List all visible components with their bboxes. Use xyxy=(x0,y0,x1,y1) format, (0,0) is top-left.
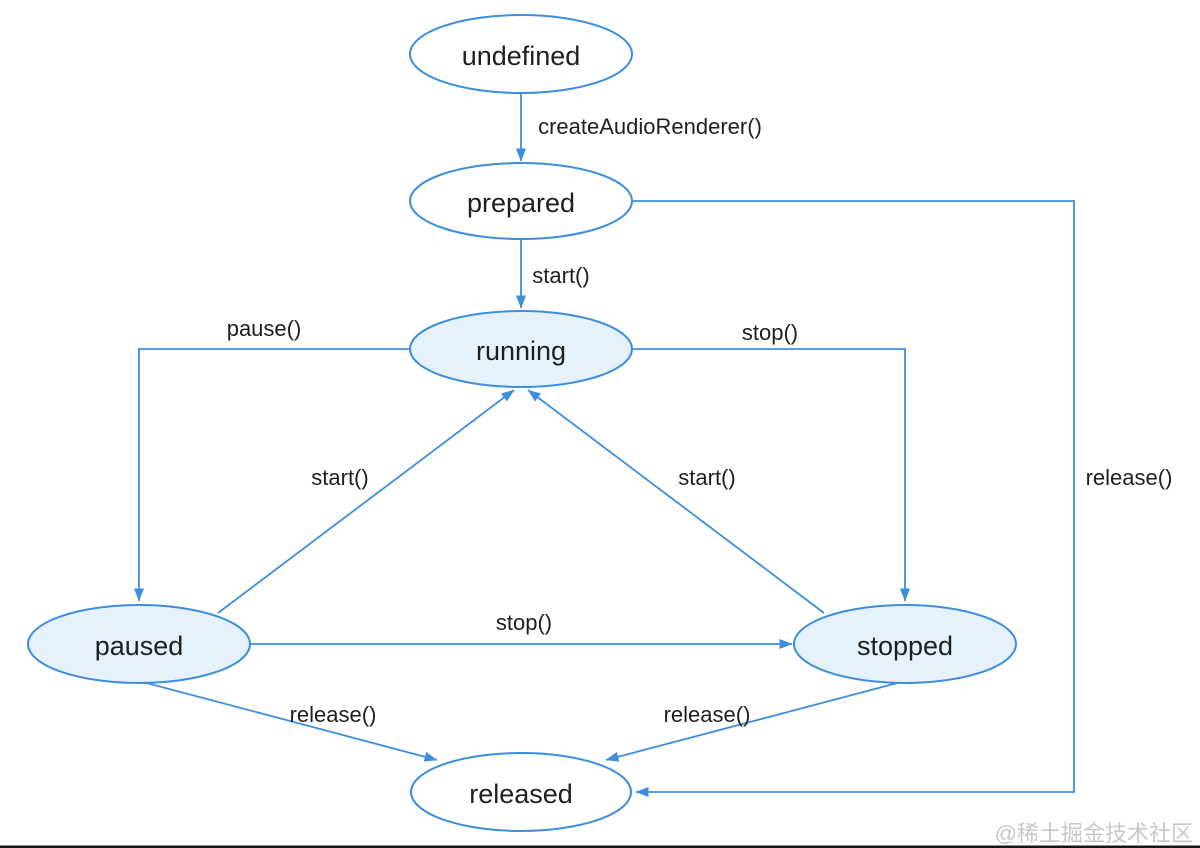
edge-label-start-stopped: start() xyxy=(678,465,735,490)
transition-labels: createAudioRenderer() start() pause() st… xyxy=(227,114,1173,727)
state-label-paused: paused xyxy=(95,631,184,661)
edge-prepared-to-released xyxy=(632,200,1075,797)
edge-label-create-audio-renderer: createAudioRenderer() xyxy=(538,114,762,139)
state-label-undefined: undefined xyxy=(462,41,581,71)
edge-stopped-to-running xyxy=(527,389,825,614)
edge-label-release-stopped: release() xyxy=(664,702,751,727)
state-label-stopped: stopped xyxy=(857,631,953,661)
edge-label-start-paused: start() xyxy=(311,465,368,490)
transition-edges xyxy=(134,93,1075,797)
state-nodes: undefined prepared running paused stoppe… xyxy=(27,14,1017,832)
edge-paused-to-running xyxy=(217,389,515,614)
state-node-stopped xyxy=(793,604,1017,684)
bottom-divider xyxy=(0,845,1200,848)
edge-running-to-paused xyxy=(134,348,411,602)
state-label-running: running xyxy=(476,336,566,366)
edge-stopped-to-released xyxy=(605,680,906,762)
state-node-released xyxy=(410,752,632,832)
watermark-text: @稀土掘金技术社区 xyxy=(995,821,1193,846)
state-label-prepared: prepared xyxy=(467,188,575,218)
state-node-undefined xyxy=(409,14,633,94)
edge-paused-to-released xyxy=(138,680,438,762)
edge-label-release-prepared: release() xyxy=(1086,465,1173,490)
edge-label-stop-running: stop() xyxy=(742,320,798,345)
state-node-running xyxy=(409,310,633,388)
edge-label-release-paused: release() xyxy=(290,702,377,727)
edge-label-stop-paused: stop() xyxy=(496,610,552,635)
edge-label-start-prepared: start() xyxy=(532,263,589,288)
edge-label-pause: pause() xyxy=(227,316,302,341)
edge-running-to-stopped xyxy=(632,348,910,602)
state-label-released: released xyxy=(469,779,573,809)
state-node-paused xyxy=(27,604,251,684)
state-node-prepared xyxy=(409,162,633,240)
